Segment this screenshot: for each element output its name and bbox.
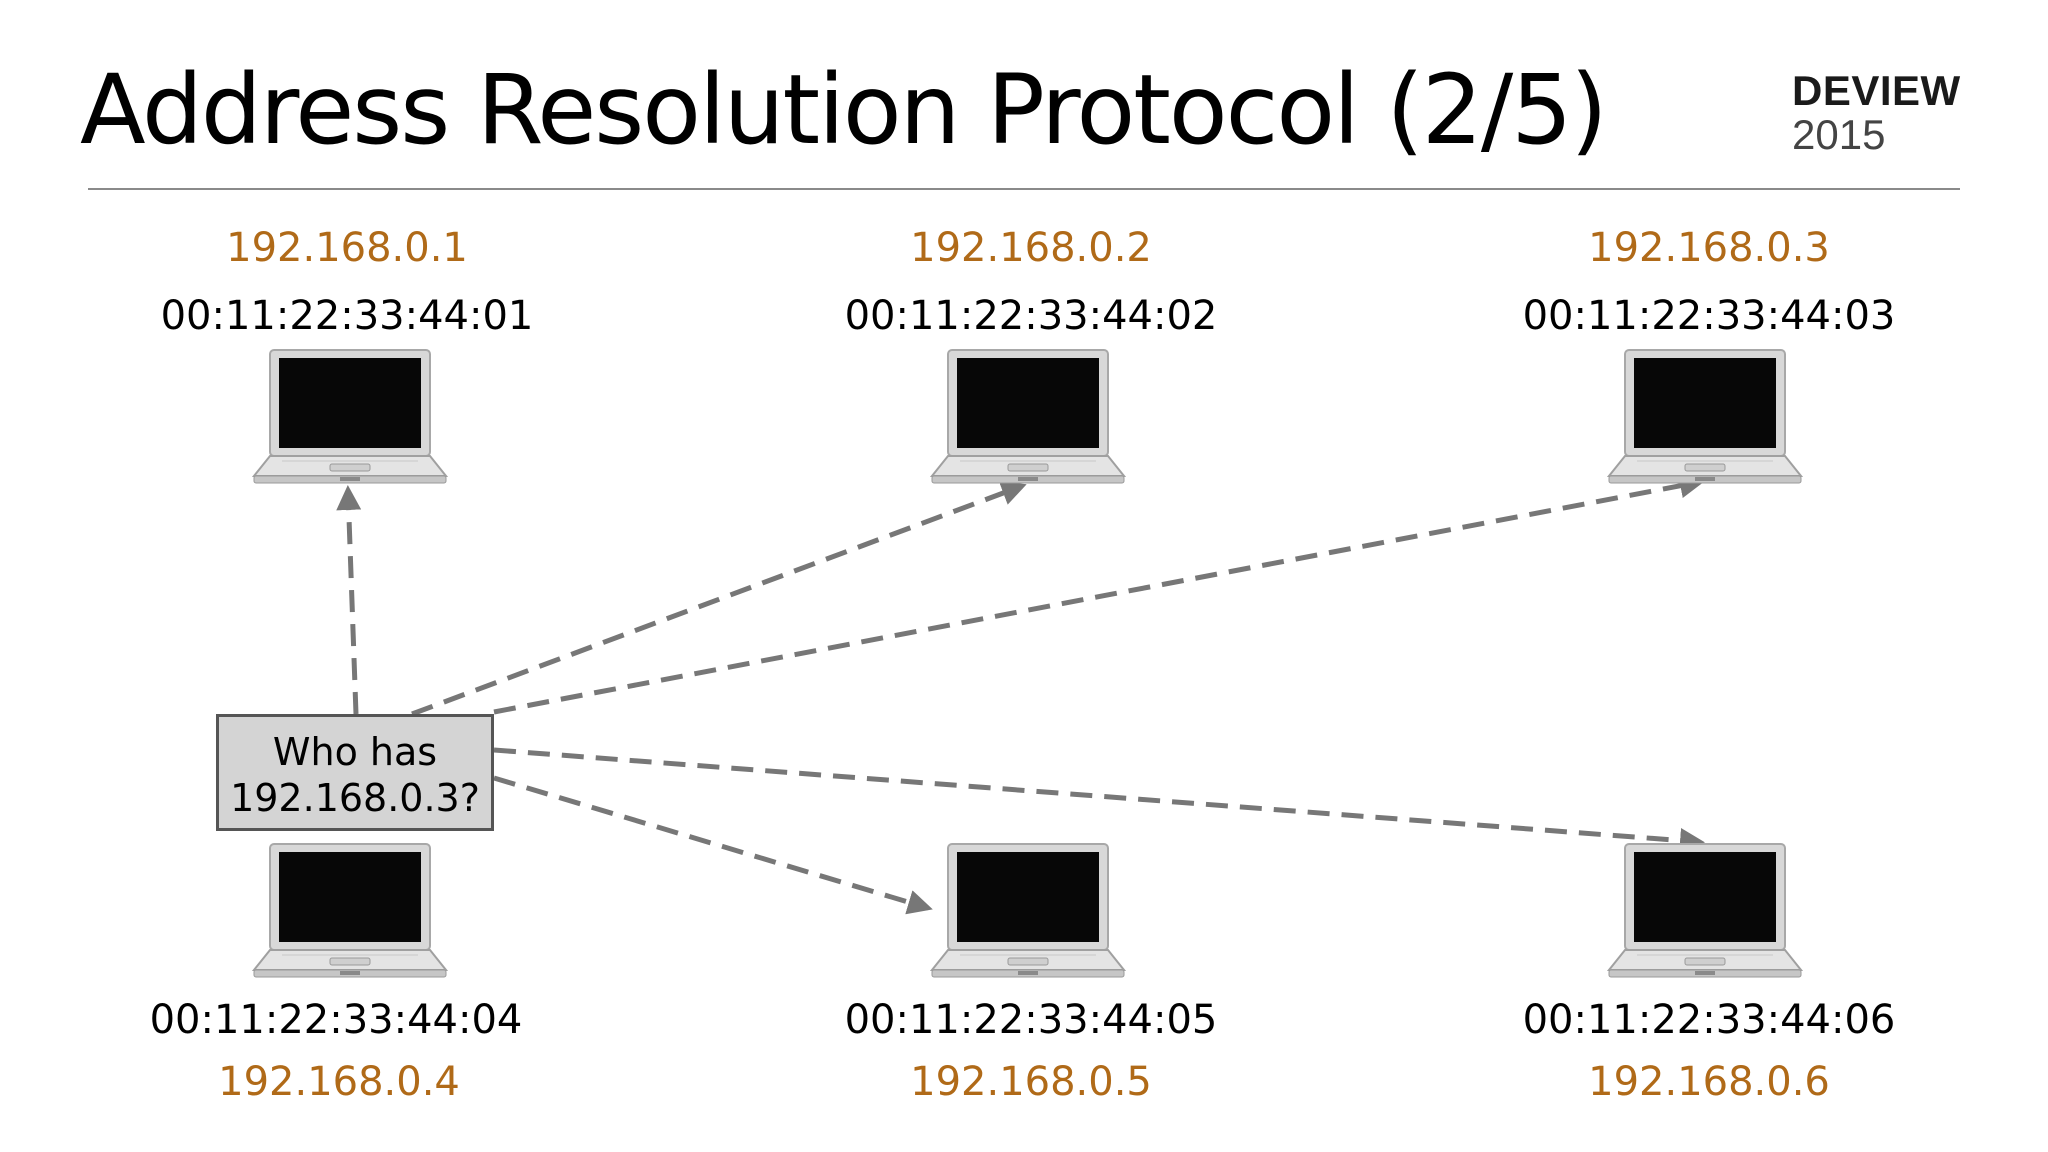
- host-3-laptop-icon: [1607, 348, 1803, 488]
- host-6-ip: 192.168.0.6: [1459, 1062, 1959, 1102]
- arrow-to-host-2: [412, 486, 1022, 714]
- arrow-to-host-6: [494, 750, 1700, 842]
- arrow-to-host-3: [494, 482, 1700, 712]
- host-2-ip: 192.168.0.2: [781, 228, 1281, 268]
- host-6-laptop-icon: [1607, 842, 1803, 982]
- arp-request-line-2: 192.168.0.3?: [219, 775, 491, 821]
- arrow-to-host-1: [348, 490, 356, 714]
- host-4-ip: 192.168.0.4: [89, 1062, 589, 1102]
- host-1-ip: 192.168.0.1: [97, 228, 597, 268]
- arrow-to-host-5: [494, 778, 928, 908]
- host-6-mac: 00:11:22:33:44:06: [1459, 1000, 1959, 1040]
- host-5-ip: 192.168.0.5: [781, 1062, 1281, 1102]
- host-4-laptop-icon: [252, 842, 448, 982]
- host-1-laptop-icon: [252, 348, 448, 488]
- host-5-mac: 00:11:22:33:44:05: [781, 1000, 1281, 1040]
- host-4-mac: 00:11:22:33:44:04: [86, 1000, 586, 1040]
- host-1-mac: 00:11:22:33:44:01: [97, 296, 597, 336]
- host-2-laptop-icon: [930, 348, 1126, 488]
- host-2-mac: 00:11:22:33:44:02: [781, 296, 1281, 336]
- host-3-ip: 192.168.0.3: [1459, 228, 1959, 268]
- arp-request-box: Who has 192.168.0.3?: [216, 714, 494, 831]
- host-3-mac: 00:11:22:33:44:03: [1459, 296, 1959, 336]
- host-5-laptop-icon: [930, 842, 1126, 982]
- arp-request-line-1: Who has: [219, 729, 491, 775]
